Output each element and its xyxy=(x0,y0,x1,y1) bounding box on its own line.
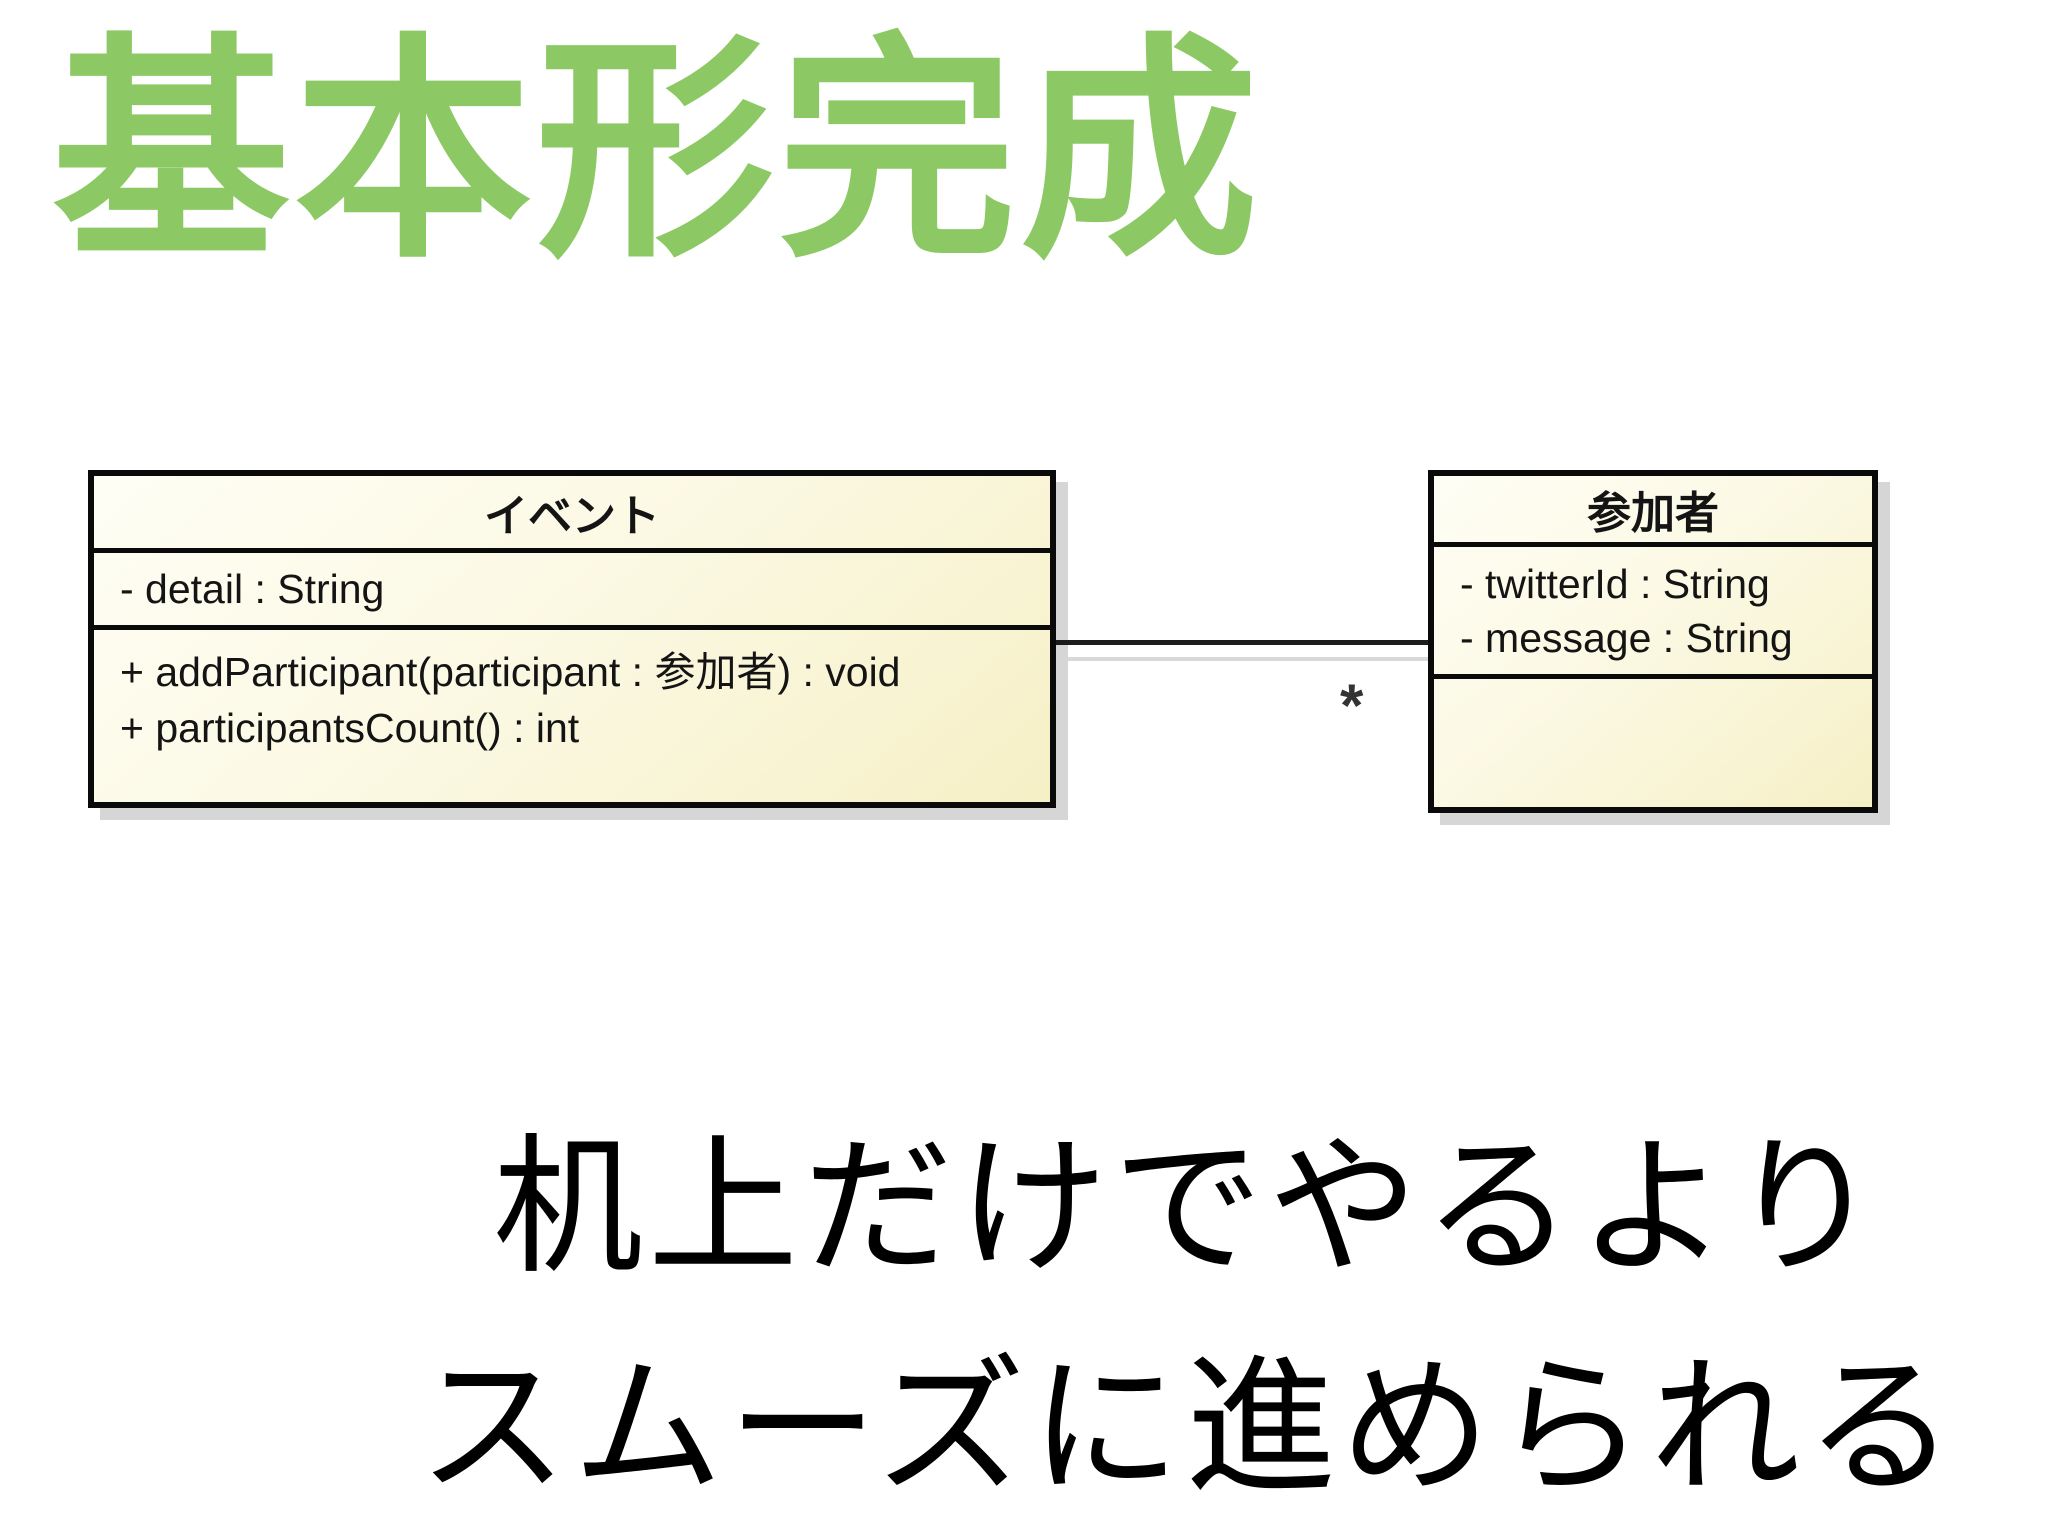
association-multiplicity: * xyxy=(1340,672,1364,739)
uml-method: + participantsCount() : int xyxy=(120,705,580,751)
uml-class-event: イベント - detail : String + addParticipant(… xyxy=(88,470,1056,808)
uml-attribute: - message : String xyxy=(1460,614,1793,661)
uml-attribute: - twitterId : String xyxy=(1460,560,1770,607)
uml-class-event-attributes: - detail : String xyxy=(94,553,1050,630)
page-title: 基本形完成 xyxy=(52,14,1262,291)
uml-method: + addParticipant(participant : 参加者) : vo… xyxy=(120,649,901,695)
uml-attribute: - detail : String xyxy=(120,565,385,612)
caption-line-1: 机上だけでやるより xyxy=(492,1121,1885,1295)
association-line xyxy=(1056,640,1428,645)
association-line-shadow xyxy=(1068,657,1448,661)
uml-class-event-methods: + addParticipant(participant : 参加者) : vo… xyxy=(94,630,1050,802)
uml-class-participant-name: 参加者 xyxy=(1434,476,1872,547)
uml-class-event-name: イベント xyxy=(94,476,1050,553)
uml-class-participant-methods xyxy=(1434,679,1872,807)
caption: 机上だけでやるより スムーズに進められる xyxy=(330,1098,2048,1536)
uml-class-participant-attributes: - twitterId : String - message : String xyxy=(1434,547,1872,679)
caption-line-2: スムーズに進められる xyxy=(417,1341,1961,1515)
uml-class-participant: 参加者 - twitterId : String - message : Str… xyxy=(1428,470,1878,813)
